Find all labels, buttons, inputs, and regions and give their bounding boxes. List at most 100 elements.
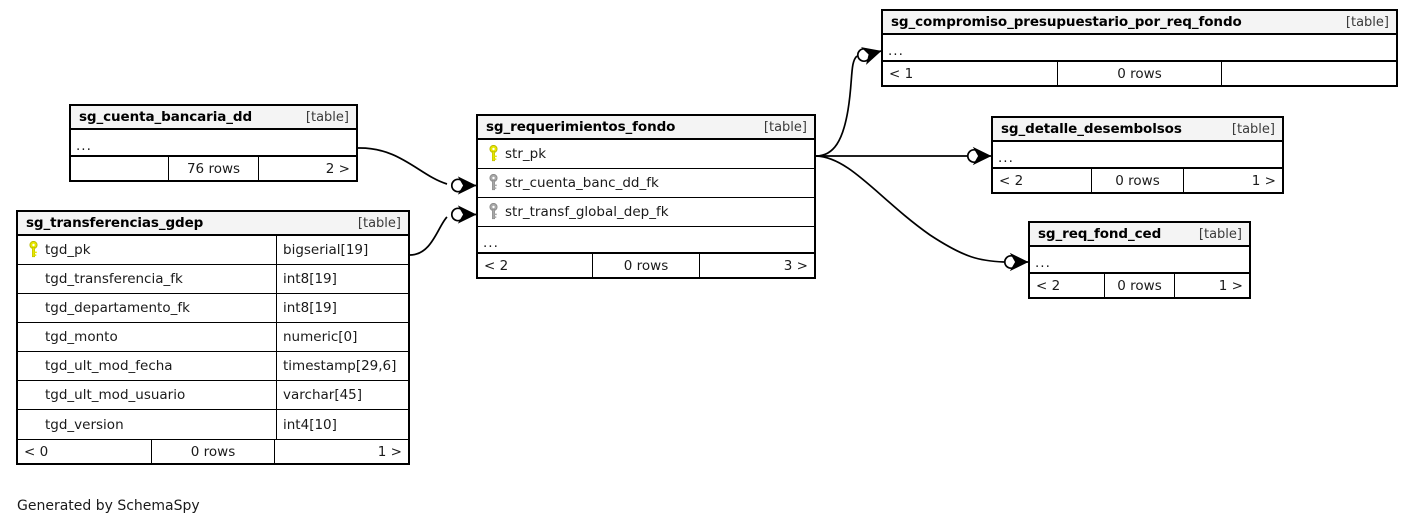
generated-by-caption: Generated by SchemaSpy (17, 498, 200, 514)
table-row[interactable]: str_pk (478, 140, 814, 169)
column-name: str_transf_global_dep_fk (505, 204, 669, 220)
column-ellipsis: ... (71, 130, 356, 156)
column-name: tgd_ult_mod_usuario (45, 387, 186, 403)
footer-children-count (1222, 62, 1396, 85)
footer-row-count: 0 rows (1091, 169, 1184, 192)
table-node-sg-detalle-desembolsos[interactable]: sg_detalle_desembolsos [table] ... < 2 0… (991, 116, 1284, 194)
table-row[interactable]: tgd_monto numeric[0] (18, 323, 408, 352)
table-title: sg_compromiso_presupuestario_por_req_fon… (891, 14, 1242, 30)
column-type: numeric[0] (276, 323, 408, 351)
column-name-cell: tgd_departamento_fk (18, 294, 276, 322)
column-name: tgd_pk (45, 242, 91, 258)
column-name-cell: str_transf_global_dep_fk (478, 198, 814, 226)
footer-parents-count (71, 157, 168, 180)
table-title: sg_transferencias_gdep (26, 215, 204, 231)
table-header: sg_requerimientos_fondo [table] (478, 116, 814, 140)
footer-parents-count: < 2 (999, 172, 1024, 189)
table-node-sg-req-fond-ced[interactable]: sg_req_fond_ced [table] ... < 2 0 rows 1… (1028, 221, 1251, 299)
table-row[interactable]: str_cuenta_banc_dd_fk (478, 169, 814, 198)
no-key-icon (25, 386, 42, 404)
table-title: sg_detalle_desembolsos (1001, 121, 1182, 137)
table-header: sg_transferencias_gdep [table] (18, 212, 408, 236)
column-name-cell: tgd_version (18, 410, 276, 439)
footer-parents-count: < 2 (484, 257, 509, 274)
footer-row-count: 0 rows (1104, 274, 1175, 297)
edge-requerimientos-to-detalle-desembolsos (816, 146, 992, 166)
footer-parents-count: < 1 (889, 65, 914, 82)
table-header: sg_compromiso_presupuestario_por_req_fon… (883, 11, 1396, 35)
column-name: tgd_transferencia_fk (45, 271, 183, 287)
table-node-sg-requerimientos-fondo[interactable]: sg_requerimientos_fondo [table] st (476, 114, 816, 279)
column-type: varchar[45] (276, 381, 408, 409)
column-type: int8[19] (276, 294, 408, 322)
footer-row-count: 0 rows (592, 254, 700, 277)
table-row[interactable]: tgd_transferencia_fk int8[19] (18, 265, 408, 294)
column-type: bigserial[19] (276, 236, 408, 264)
table-type-tag: [table] (1231, 121, 1275, 137)
table-node-sg-cuenta-bancaria-dd[interactable]: sg_cuenta_bancaria_dd [table] ... 76 row… (69, 104, 358, 182)
column-name: tgd_version (45, 416, 124, 433)
table-row[interactable]: tgd_pk bigserial[19] (18, 236, 408, 265)
column-ellipsis: ... (993, 142, 1282, 168)
key-icon-foreign (485, 202, 502, 221)
column-type: timestamp[29,6] (276, 352, 408, 380)
column-name-cell: tgd_monto (18, 323, 276, 351)
column-ellipsis: ... (883, 35, 1396, 61)
footer-children-count: 1 > (1218, 277, 1243, 294)
table-row[interactable]: tgd_version int4[10] (18, 410, 408, 439)
table-footer: < 2 0 rows 1 > (993, 168, 1282, 192)
column-name: tgd_monto (45, 329, 118, 345)
table-type-tag: [table] (763, 119, 807, 135)
column-ellipsis: ... (478, 227, 814, 253)
table-row[interactable]: tgd_ult_mod_usuario varchar[45] (18, 381, 408, 410)
table-title: sg_req_fond_ced (1038, 226, 1162, 242)
column-name: tgd_departamento_fk (45, 300, 190, 316)
footer-row-count: 0 rows (150, 440, 276, 463)
table-row[interactable]: tgd_ult_mod_fecha timestamp[29,6] (18, 352, 408, 381)
no-key-icon (25, 299, 42, 317)
column-name-cell: tgd_ult_mod_usuario (18, 381, 276, 409)
table-columns: ... (883, 35, 1396, 61)
column-name-cell: tgd_transferencia_fk (18, 265, 276, 293)
table-row[interactable]: str_transf_global_dep_fk (478, 198, 814, 227)
column-type: int4[10] (276, 410, 408, 439)
footer-row-count: 0 rows (1057, 62, 1222, 85)
edge-cuenta-bancaria-to-requerimientos (357, 147, 477, 195)
footer-children-count: 2 > (325, 160, 350, 177)
table-footer: < 2 0 rows 1 > (1030, 273, 1249, 297)
footer-row-count: 76 rows (167, 157, 260, 180)
table-type-tag: [table] (1345, 14, 1389, 30)
column-name-cell: tgd_ult_mod_fecha (18, 352, 276, 380)
table-footer: < 2 0 rows 3 > (478, 253, 814, 277)
table-columns: ... (71, 130, 356, 156)
table-footer: < 1 0 rows (883, 61, 1396, 85)
key-icon-primary (25, 240, 42, 259)
table-columns: str_pk str_cuenta_banc_dd_fk (478, 140, 814, 253)
table-columns: tgd_pk bigserial[19] tgd_transferencia_f… (18, 236, 408, 439)
edge-requerimientos-to-compromiso (815, 47, 882, 157)
no-key-icon (25, 328, 42, 346)
table-title: sg_requerimientos_fondo (486, 119, 676, 135)
table-footer: < 0 0 rows 1 > (18, 439, 408, 463)
edge-transferencias-to-requerimientos (409, 205, 477, 256)
column-name-cell: str_cuenta_banc_dd_fk (478, 169, 814, 197)
table-node-sg-compromiso-presupuestario-por-req-fondo[interactable]: sg_compromiso_presupuestario_por_req_fon… (881, 9, 1398, 87)
column-name-cell: tgd_pk (18, 236, 276, 264)
table-footer: 76 rows 2 > (71, 156, 356, 180)
table-header: sg_cuenta_bancaria_dd [table] (71, 106, 356, 130)
column-name: str_cuenta_banc_dd_fk (505, 175, 659, 191)
footer-children-count: 3 > (783, 257, 808, 274)
table-node-sg-transferencias-gdep[interactable]: sg_transferencias_gdep [table] tgd (16, 210, 410, 465)
column-name-cell: str_pk (478, 140, 814, 168)
key-icon-foreign (485, 173, 502, 192)
no-key-icon (25, 270, 42, 288)
footer-children-count: 1 > (1251, 172, 1276, 189)
table-type-tag: [table] (357, 215, 401, 231)
table-row[interactable]: tgd_departamento_fk int8[19] (18, 294, 408, 323)
key-icon-primary (485, 144, 502, 163)
column-name: tgd_ult_mod_fecha (45, 358, 173, 374)
table-header: sg_req_fond_ced [table] (1030, 223, 1249, 247)
table-header: sg_detalle_desembolsos [table] (993, 118, 1282, 142)
footer-children-count: 1 > (377, 443, 402, 460)
